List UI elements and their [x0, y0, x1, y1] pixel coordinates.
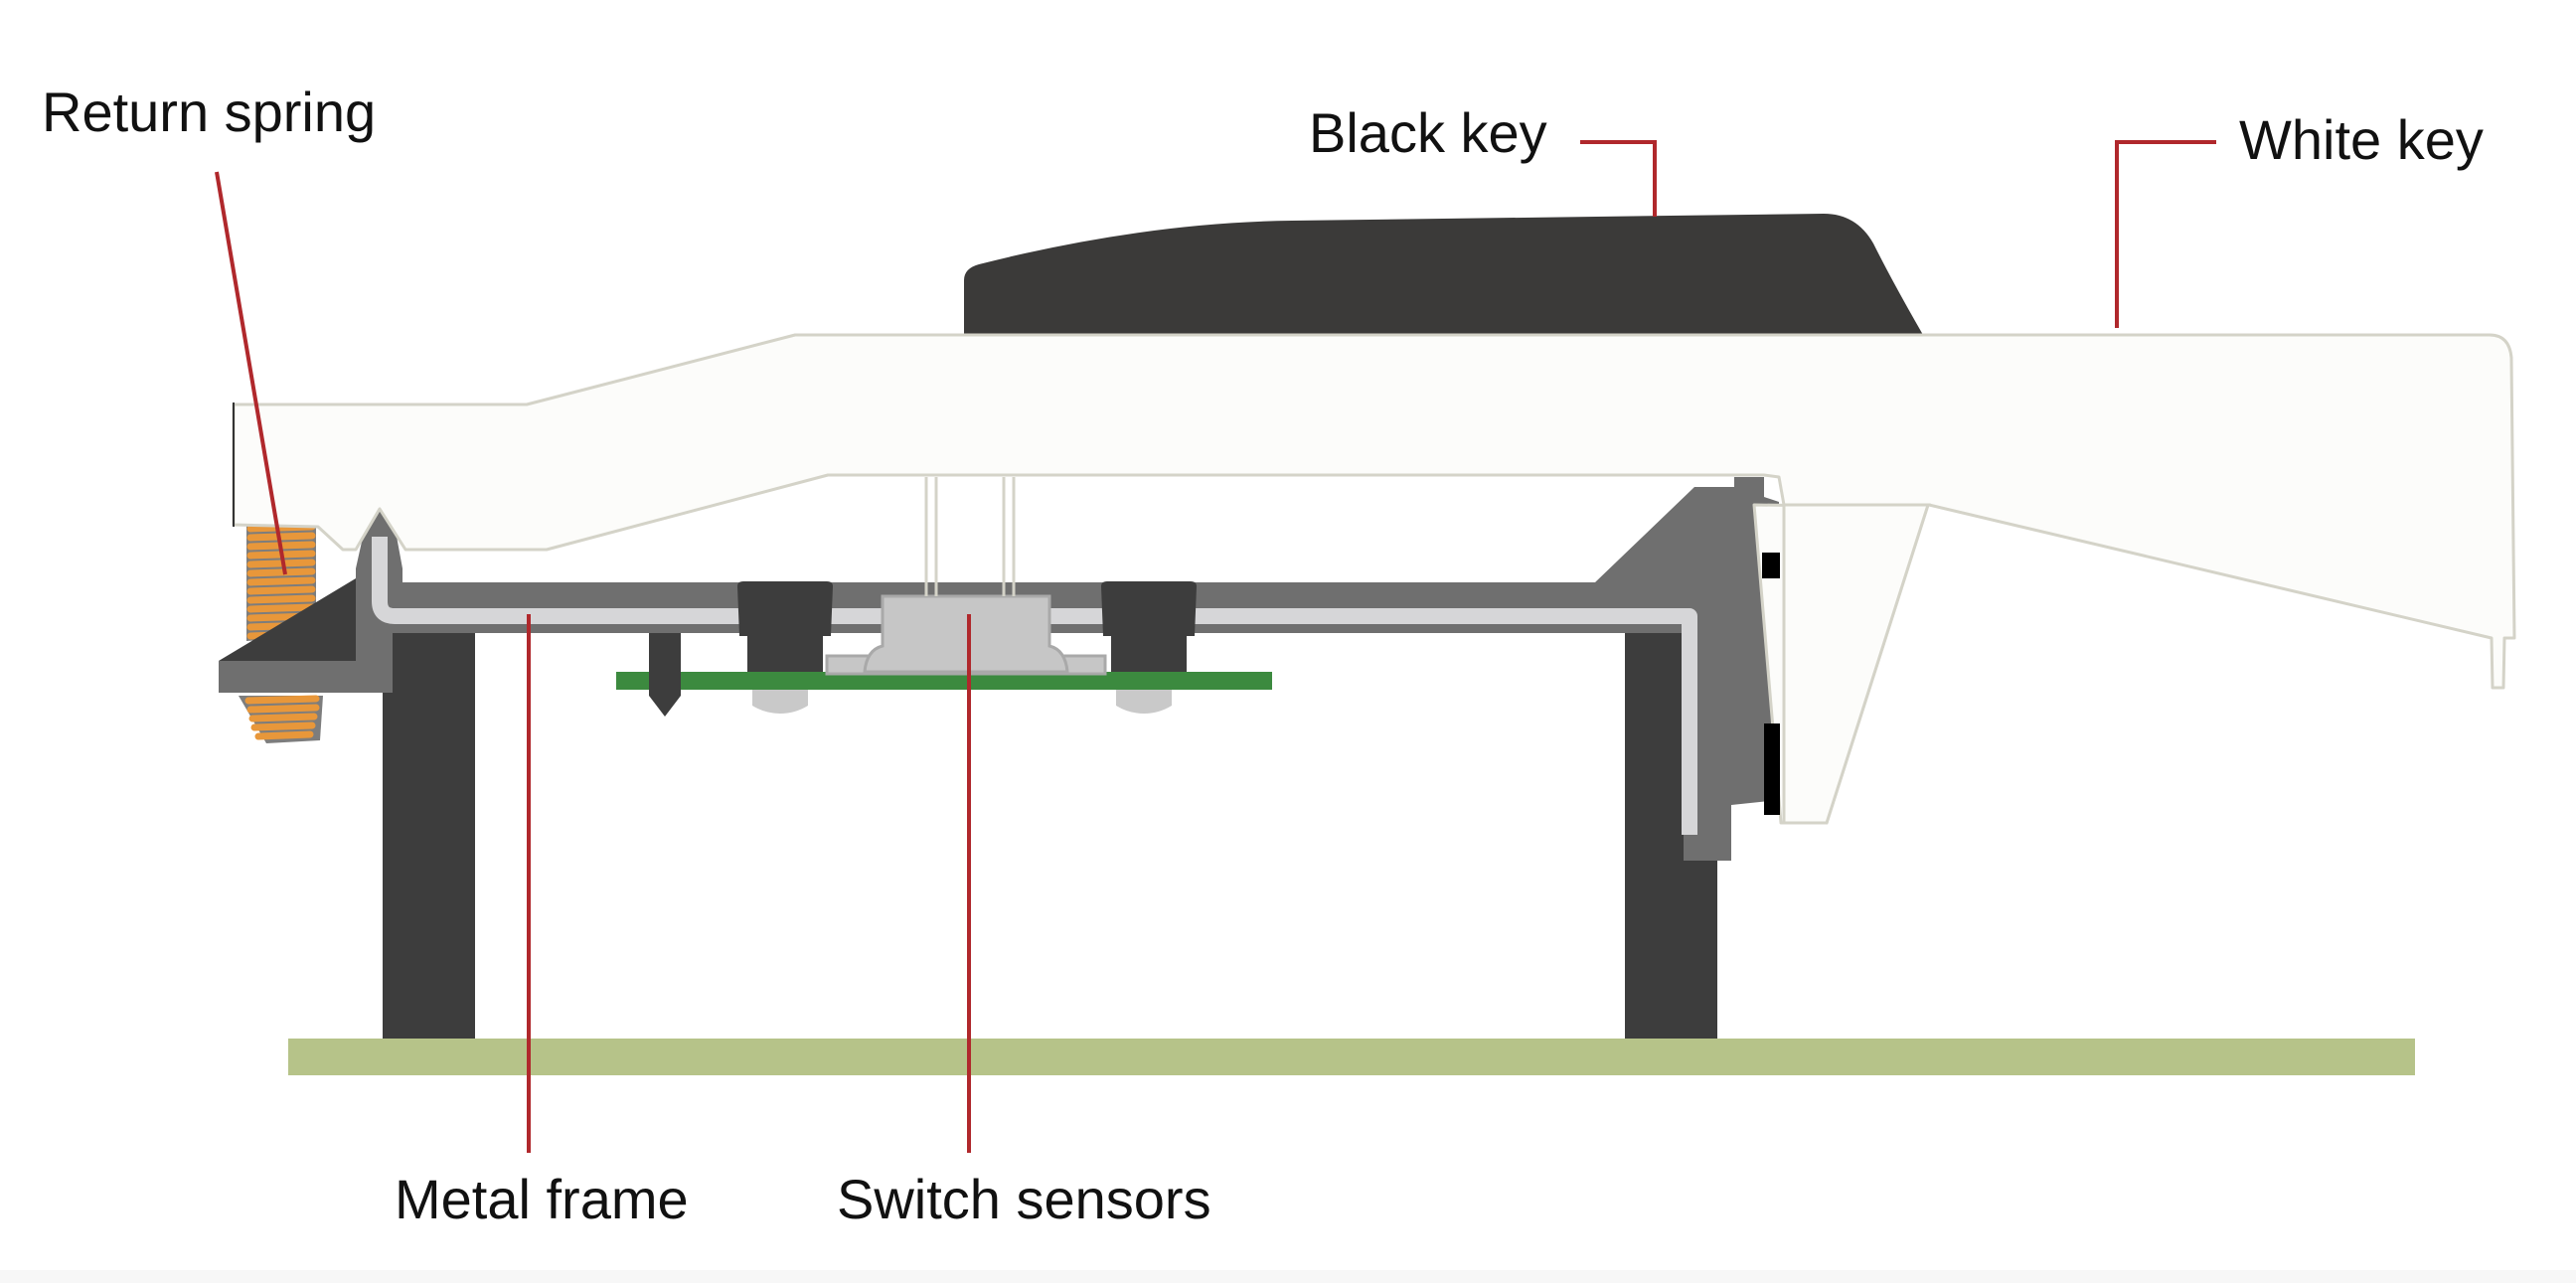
left-leg [383, 626, 475, 1039]
label-return-spring: Return spring [42, 80, 376, 143]
upper-stop [1762, 553, 1780, 578]
left-standoff [737, 581, 833, 714]
pcb-pin [649, 633, 681, 717]
return-spring-leader [215, 171, 287, 575]
lower-stop [1764, 723, 1780, 815]
leader-lines [215, 140, 2216, 1153]
label-metal-frame: Metal frame [395, 1168, 689, 1230]
white-key-leader [2115, 140, 2216, 328]
base-plate [288, 1039, 2415, 1075]
white-key-shape [232, 333, 2516, 825]
switch-sensor [825, 477, 1107, 676]
label-switch-sensors: Switch sensors [837, 1168, 1211, 1230]
footer-strip [0, 1270, 2576, 1283]
black-key [964, 214, 1923, 335]
right-standoff [1101, 581, 1197, 714]
pcb [616, 672, 1272, 690]
white-key-front-stem [1782, 503, 1931, 825]
label-black-key: Black key [1309, 101, 1547, 164]
black-key-leader [1580, 140, 1657, 217]
label-white-key: White key [2239, 108, 2484, 171]
